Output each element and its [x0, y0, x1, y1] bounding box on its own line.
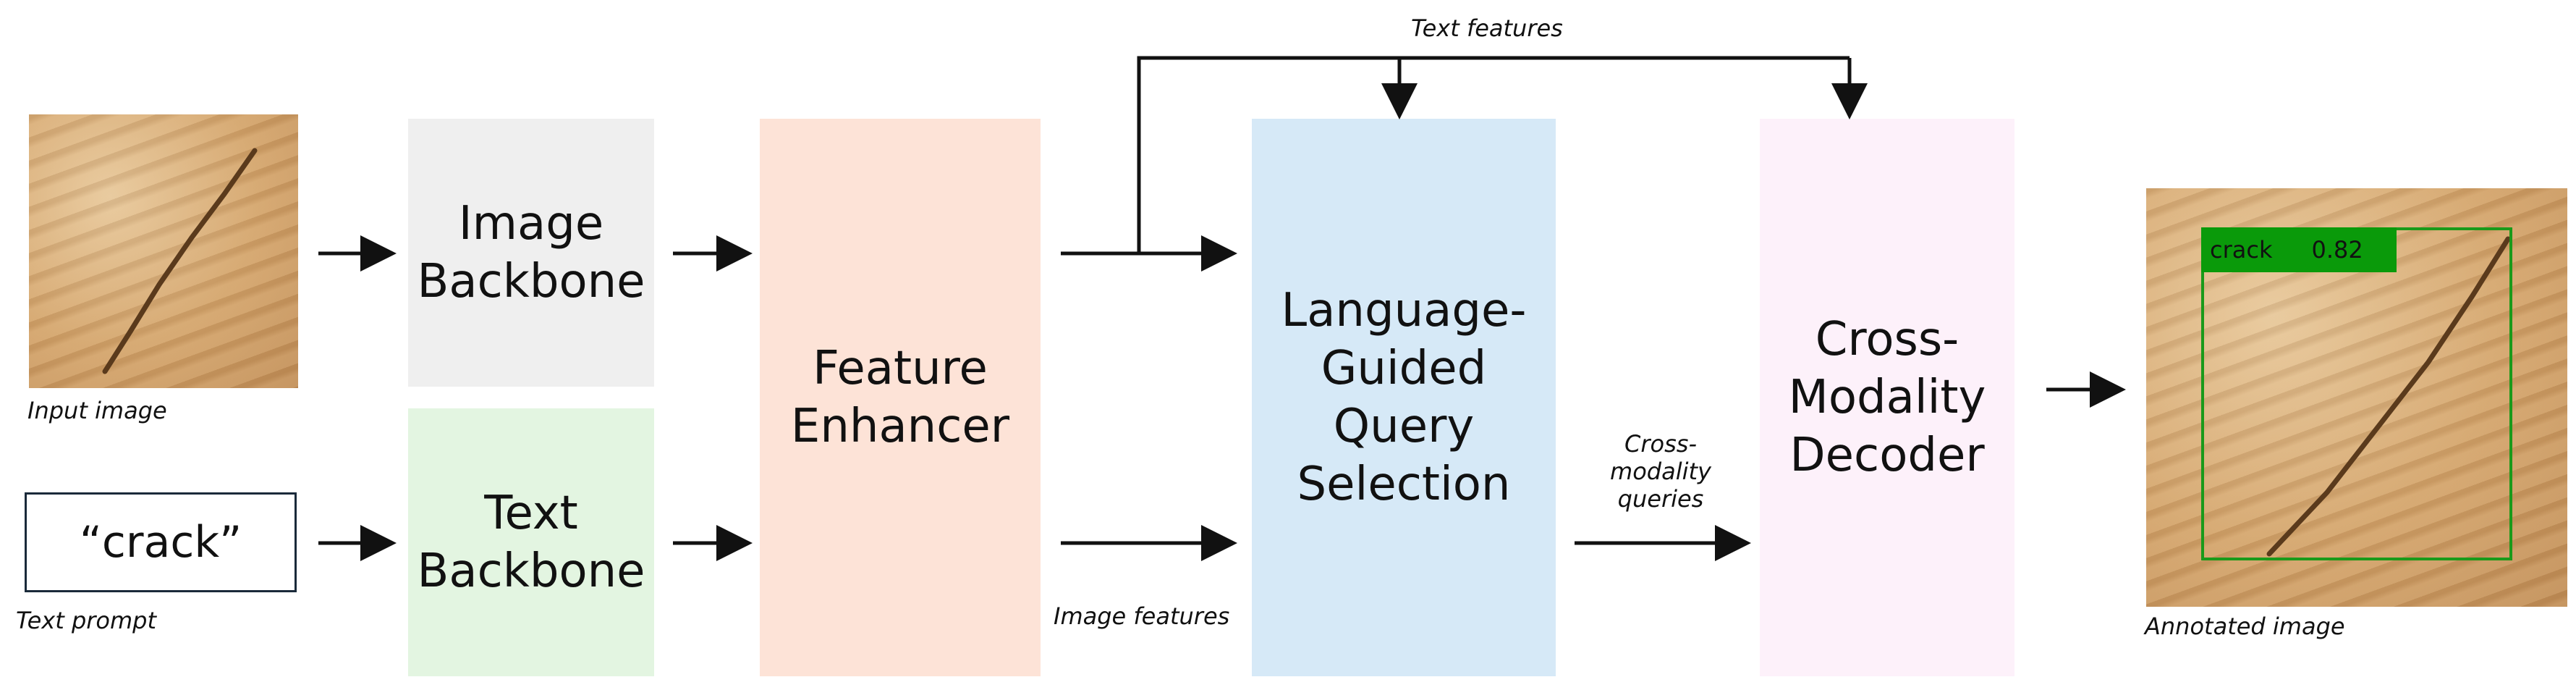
text-prompt-value: “crack”: [79, 517, 242, 568]
text-features-path: [1137, 56, 1850, 253]
crack-line: [102, 148, 258, 374]
annotated-image: crack 0.82: [2146, 188, 2567, 607]
detection-box: [2201, 227, 2512, 560]
cross-modality-queries-label: Cross- modality queries: [1610, 430, 1711, 513]
input-image-caption: Input image: [27, 397, 167, 424]
decoder-block: Cross- Modality Decoder: [1760, 119, 2014, 676]
query-selection-label: Language- Guided Query Selection: [1281, 284, 1527, 511]
text-backbone-label: Text Backbone: [417, 487, 645, 598]
detection-score: 0.82: [2311, 236, 2363, 264]
image-features-label: Image features: [1054, 602, 1230, 630]
detection-label: crack: [2210, 236, 2273, 264]
crack-line-output: [2266, 236, 2511, 557]
text-features-label: Text features: [1411, 14, 1563, 42]
text-prompt-box: “crack”: [25, 492, 297, 592]
text-backbone-block: Text Backbone: [408, 408, 654, 676]
image-backbone-label: Image Backbone: [417, 197, 645, 308]
feature-enhancer-block: Feature Enhancer: [760, 119, 1041, 676]
text-prompt-caption: Text prompt: [16, 607, 157, 634]
image-backbone-block: Image Backbone: [408, 119, 654, 387]
detection-tag: crack 0.82: [2201, 227, 2397, 272]
query-selection-block: Language- Guided Query Selection: [1252, 119, 1556, 676]
input-image: [29, 114, 298, 388]
decoder-label: Cross- Modality Decoder: [1788, 313, 1986, 482]
annotated-image-caption: Annotated image: [2145, 613, 2345, 640]
feature-enhancer-label: Feature Enhancer: [790, 342, 1010, 453]
